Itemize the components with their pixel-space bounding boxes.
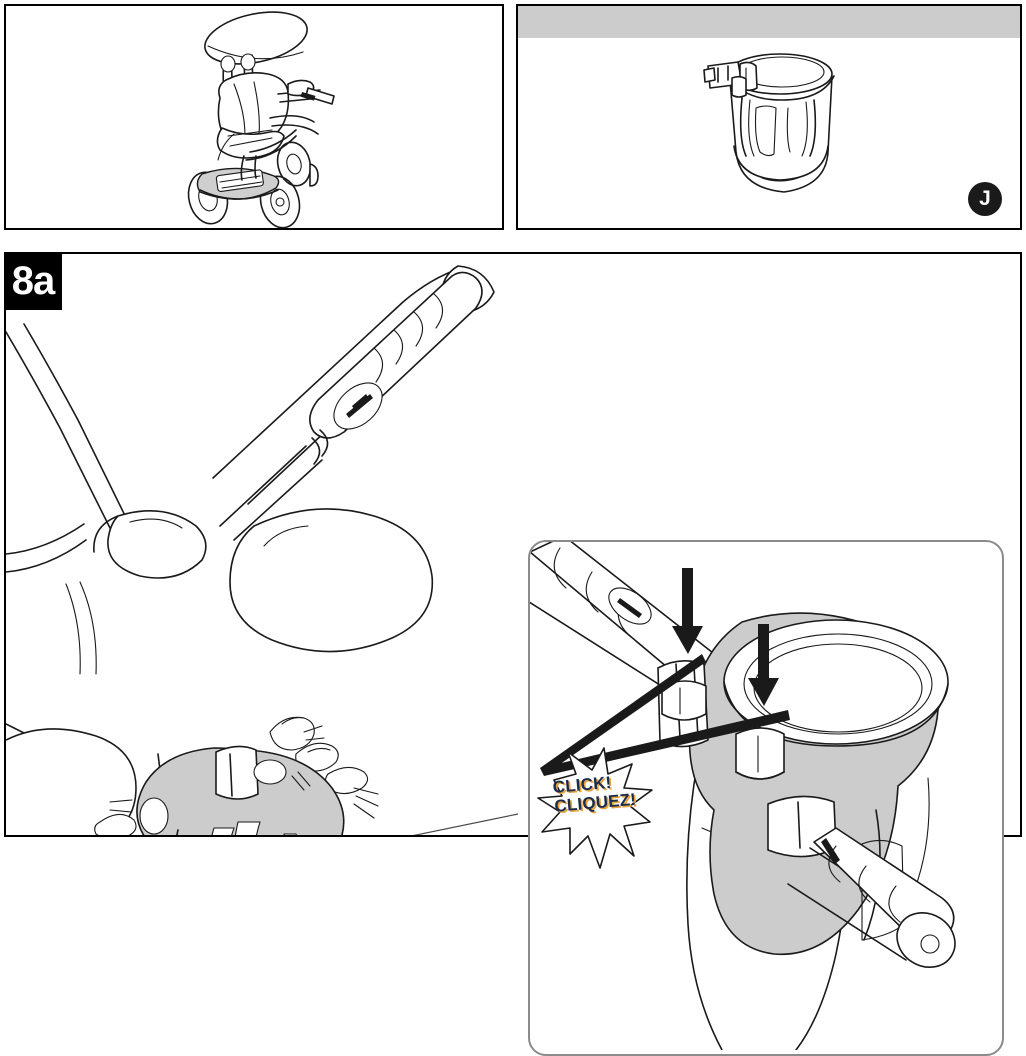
panel-header-band [518, 6, 1020, 38]
tricycle-illustration [187, 11, 335, 228]
click-callout-burst [537, 747, 653, 869]
part-label-badge: J [968, 182, 1002, 216]
step-number-badge: 8a [4, 252, 62, 310]
instruction-sheet: J 8a [4, 4, 1022, 1056]
panel-tricycle-overview [4, 4, 504, 230]
press-arrow-left [672, 568, 703, 654]
installation-illustration [6, 265, 519, 835]
click-callout-text: CLICK! CLIQUEZ! [552, 771, 637, 816]
panel-main-step: 8a [4, 252, 1022, 1056]
panel-part-j: J [516, 4, 1022, 230]
press-arrow-right [748, 624, 779, 706]
cup-holder-part-illustration [703, 53, 835, 193]
